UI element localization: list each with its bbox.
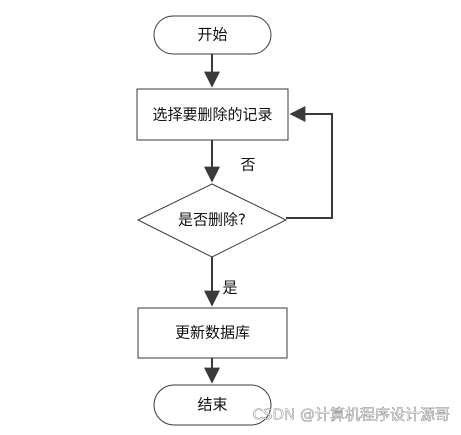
update-database-node <box>137 307 288 359</box>
csdn-watermark: CSDN @计算机程序设计源哥 <box>252 406 450 424</box>
start-node-label: 开始 <box>197 26 227 44</box>
start-node <box>153 15 272 55</box>
edge-decision-no-loop <box>286 106 333 219</box>
end-node <box>153 384 272 426</box>
edge-no-label: 否 <box>240 156 255 174</box>
select-record-node <box>136 88 289 141</box>
select-record-label: 选择要删除的记录 <box>152 106 272 124</box>
decision-node <box>136 183 288 258</box>
edge-yes-label: 是 <box>222 279 237 297</box>
update-database-label: 更新数据库 <box>175 324 250 342</box>
end-node-label: 结束 <box>197 396 227 414</box>
decision-label: 是否删除? <box>178 211 246 229</box>
